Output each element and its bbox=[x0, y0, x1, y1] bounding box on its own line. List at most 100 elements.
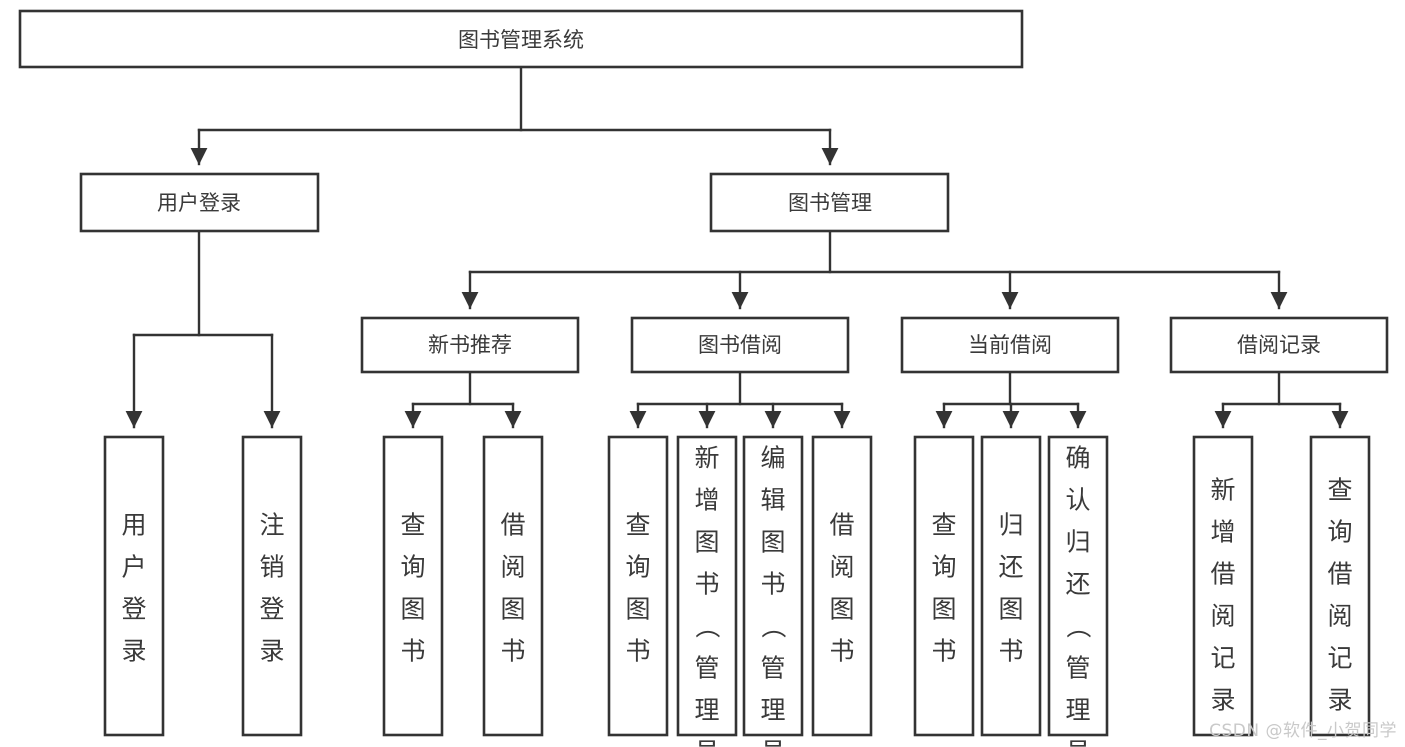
node-leaf-confirm-return-box bbox=[1047, 435, 1109, 737]
node-current-borrow[interactable]: 当前借阅 bbox=[900, 316, 1120, 374]
svg-text:（: （ bbox=[693, 613, 722, 638]
svg-text:书: 书 bbox=[625, 637, 650, 666]
svg-text:书: 书 bbox=[998, 637, 1023, 666]
svg-text:书: 书 bbox=[760, 570, 785, 599]
node-leaf-query-book-3-box bbox=[913, 435, 975, 737]
svg-text:查: 查 bbox=[400, 511, 425, 540]
node-book-manage-label: 图书管理 bbox=[788, 191, 872, 215]
svg-text:理: 理 bbox=[1065, 696, 1090, 725]
svg-text:录: 录 bbox=[121, 637, 146, 666]
svg-text:查: 查 bbox=[1327, 476, 1352, 505]
svg-text:确: 确 bbox=[1065, 444, 1090, 473]
node-leaf-return-book-box bbox=[980, 435, 1042, 737]
svg-text:理: 理 bbox=[760, 696, 785, 725]
svg-text:（: （ bbox=[1064, 613, 1093, 638]
node-leaf-logout-box bbox=[241, 435, 303, 737]
node-book-borrow[interactable]: 图书借阅 bbox=[630, 316, 850, 374]
svg-text:书: 书 bbox=[694, 570, 719, 599]
svg-text:图: 图 bbox=[400, 595, 425, 624]
svg-text:管: 管 bbox=[760, 654, 785, 683]
svg-text:辑: 辑 bbox=[760, 486, 785, 515]
connector-borrow-record-to-leaves bbox=[1214, 370, 1349, 429]
svg-text:书: 书 bbox=[500, 637, 525, 666]
svg-text:图: 图 bbox=[500, 595, 525, 624]
node-leaf-borrow-book-2-box bbox=[811, 435, 873, 737]
node-user-login[interactable]: 用户登录 bbox=[79, 172, 320, 233]
svg-text:编: 编 bbox=[760, 444, 785, 473]
node-leaf-add-book-box bbox=[676, 435, 738, 737]
node-new-book-rec-label: 新书推荐 bbox=[428, 333, 512, 357]
svg-text:查: 查 bbox=[625, 511, 650, 540]
node-borrow-record-label: 借阅记录 bbox=[1237, 333, 1321, 357]
svg-text:录: 录 bbox=[1210, 686, 1235, 715]
svg-text:新: 新 bbox=[694, 444, 719, 473]
connector-user-login-to-leaves bbox=[125, 229, 281, 429]
svg-text:图: 图 bbox=[625, 595, 650, 624]
svg-text:书: 书 bbox=[931, 637, 956, 666]
node-leaf-edit-book-box bbox=[742, 435, 804, 737]
svg-text:记: 记 bbox=[1327, 644, 1352, 673]
node-leaf-add-record-box bbox=[1192, 435, 1254, 737]
node-root[interactable]: 图书管理系统 bbox=[18, 9, 1024, 69]
node-book-manage[interactable]: 图书管理 bbox=[709, 172, 950, 233]
node-leaf-user-login-label: 用户登录 bbox=[121, 511, 146, 666]
svg-text:借: 借 bbox=[500, 511, 525, 540]
svg-text:归: 归 bbox=[998, 511, 1023, 540]
svg-text:录: 录 bbox=[1327, 686, 1352, 715]
node-new-book-rec[interactable]: 新书推荐 bbox=[360, 316, 580, 374]
svg-text:员: 员 bbox=[694, 738, 719, 747]
svg-text:图: 图 bbox=[694, 528, 719, 557]
csdn-watermark: CSDN @软件_小贺同学 bbox=[1209, 721, 1397, 741]
node-borrow-record-box bbox=[1169, 316, 1389, 374]
node-root-box bbox=[18, 9, 1024, 69]
svg-text:阅: 阅 bbox=[1327, 602, 1352, 631]
node-book-borrow-box bbox=[630, 316, 850, 374]
node-leaf-query-book-2-box bbox=[607, 435, 669, 737]
svg-text:图: 图 bbox=[931, 595, 956, 624]
svg-text:新: 新 bbox=[1210, 476, 1235, 505]
svg-text:还: 还 bbox=[998, 553, 1023, 582]
connector-book-manage-to-level2 bbox=[461, 229, 1288, 310]
svg-text:员: 员 bbox=[1065, 738, 1090, 747]
node-leaf-query-record-box bbox=[1309, 435, 1371, 737]
connector-new-book-rec-to-leaves bbox=[404, 370, 522, 429]
svg-text:阅: 阅 bbox=[500, 553, 525, 582]
svg-text:登: 登 bbox=[259, 595, 284, 624]
svg-text:询: 询 bbox=[931, 553, 956, 582]
node-new-book-rec-box bbox=[360, 316, 580, 374]
svg-text:询: 询 bbox=[400, 553, 425, 582]
connector-current-borrow-to-leaves bbox=[935, 370, 1087, 429]
svg-text:员: 员 bbox=[760, 738, 785, 747]
node-borrow-record[interactable]: 借阅记录 bbox=[1169, 316, 1389, 374]
node-current-borrow-box bbox=[900, 316, 1120, 374]
node-leaf-user-login[interactable]: 用户登录 bbox=[103, 435, 165, 737]
node-user-login-box bbox=[79, 172, 320, 233]
svg-text:借: 借 bbox=[829, 511, 854, 540]
svg-text:询: 询 bbox=[625, 553, 650, 582]
node-user-login-label: 用户登录 bbox=[157, 191, 241, 215]
svg-text:录: 录 bbox=[259, 637, 284, 666]
svg-text:阅: 阅 bbox=[829, 553, 854, 582]
node-leaf-query-book-1-box bbox=[382, 435, 444, 737]
